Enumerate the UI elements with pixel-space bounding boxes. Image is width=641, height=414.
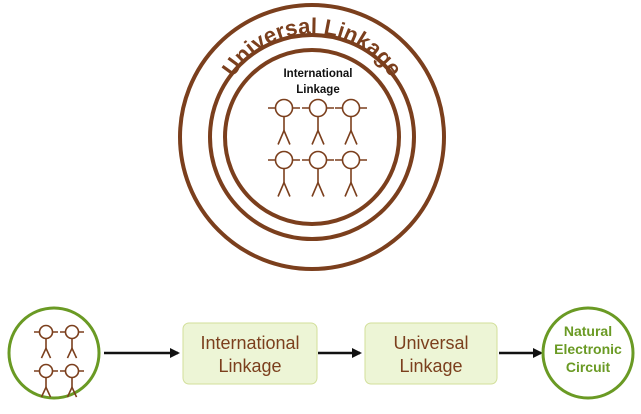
end-label-line1: Natural: [564, 323, 612, 339]
end-label-line3: Circuit: [566, 359, 611, 375]
middle-ring: [208, 33, 416, 241]
stick-figure-network-icon: [268, 98, 367, 197]
end-label-line2: Electronic: [554, 341, 622, 357]
stick-figure-icon: [268, 150, 300, 197]
outer-ring: [178, 3, 446, 271]
natural-electronic-circuit-circle: [541, 306, 635, 400]
international-linkage-box-line1: International: [200, 333, 299, 353]
international-linkage-box-line2: Linkage: [218, 356, 281, 376]
stick-figure-icon: [34, 324, 58, 359]
stick-figure-icon: [60, 363, 84, 398]
stick-figure-icon: [335, 98, 367, 145]
universal-linkage-box-line2: Linkage: [399, 356, 462, 376]
international-linkage-box: [182, 322, 318, 385]
stick-figure-icon: [302, 150, 334, 197]
stick-figure-icon: [60, 324, 84, 359]
international-linkage-label-line2: Linkage: [296, 84, 339, 96]
concentric-rings: [178, 3, 446, 271]
stick-figure-icon: [335, 150, 367, 197]
stick-figure-group-icon: [34, 324, 84, 398]
universal-linkage-box: [364, 322, 498, 385]
stick-figure-icon: [268, 98, 300, 145]
international-linkage-label-line1: International: [283, 68, 352, 80]
universal-linkage-box-line1: Universal: [393, 333, 468, 353]
start-circle: [7, 306, 101, 400]
inner-ring: [223, 48, 401, 226]
stick-figure-icon: [302, 98, 334, 145]
stick-figure-icon: [34, 363, 58, 398]
